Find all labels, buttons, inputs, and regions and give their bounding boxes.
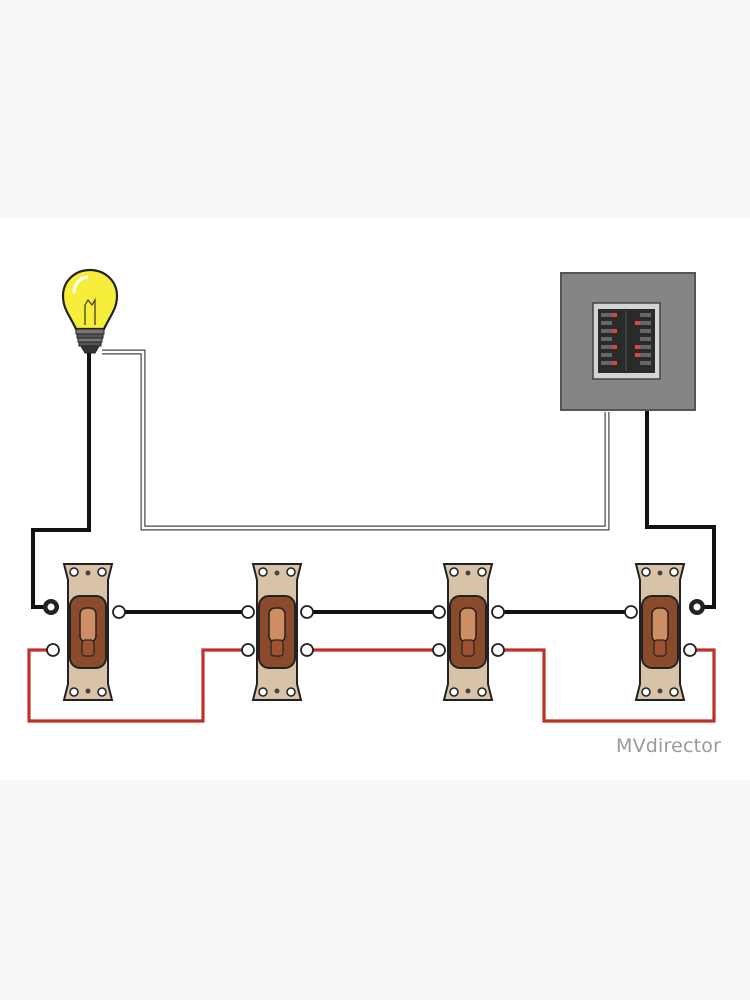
switch-plate	[251, 563, 303, 701]
traveler-wire	[27, 648, 716, 723]
switch-1	[43, 563, 126, 701]
terminal-screws	[432, 605, 505, 657]
terminal-screws	[241, 605, 314, 657]
breaker-panel-icon	[560, 272, 696, 411]
switch-plate	[62, 563, 114, 701]
terminal-screws	[43, 599, 126, 657]
neutral-wire	[102, 349, 610, 531]
watermark-text: MVdirector	[616, 735, 722, 757]
switch-plate	[634, 563, 686, 701]
switch-2	[241, 563, 314, 701]
terminal-screws	[624, 599, 705, 657]
switch-4	[624, 563, 705, 701]
light-bulb-icon	[61, 268, 119, 354]
switch-3	[432, 563, 505, 701]
hot-wire	[31, 352, 716, 614]
switch-plate	[442, 563, 494, 701]
